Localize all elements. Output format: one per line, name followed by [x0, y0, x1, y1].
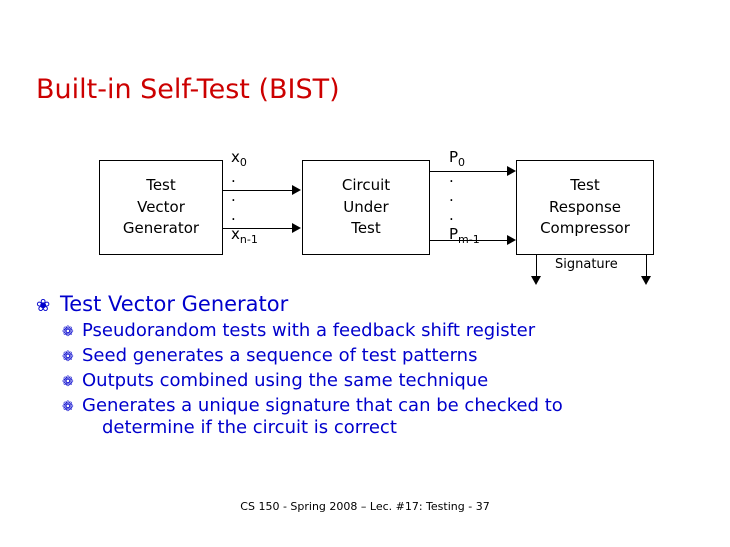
- signature-label: Signature: [555, 257, 618, 272]
- block-test-response-compressor: Test Response Compressor: [516, 160, 654, 255]
- bullet-level2-label-continuation: determine if the circuit is correct: [102, 416, 397, 438]
- block-line: Under: [343, 197, 389, 216]
- slide-footer: CS 150 - Spring 2008 – Lec. #17: Testing…: [240, 500, 490, 513]
- signal-dot: .: [449, 168, 454, 186]
- signal-labels-x: x0 . . . xn-1: [231, 150, 258, 247]
- bullet-level2-label: Generates a unique signature that can be…: [82, 394, 563, 416]
- bullet-marker-icon: ❁: [62, 373, 74, 390]
- signal-labels-p: P0 . . . Pm-1: [449, 150, 480, 247]
- bullet-level2-label: Pseudorandom tests with a feedback shift…: [82, 320, 536, 341]
- block-line: Response: [548, 197, 622, 216]
- bullet-level2-item: ❁ Outputs combined using the same techni…: [62, 370, 696, 392]
- bullet-marker-icon: ❁: [62, 348, 74, 365]
- block-line: Vector: [137, 197, 185, 216]
- block-line: Test: [146, 175, 176, 194]
- signal-x0: x0: [231, 148, 247, 169]
- bullet-level2-item: ❁ Pseudorandom tests with a feedback shi…: [62, 320, 696, 342]
- bullet-marker-icon: ❀: [36, 296, 51, 316]
- signature-arrow-head-left: [531, 276, 541, 285]
- bullet-marker-icon: ❁: [62, 324, 74, 340]
- signal-dot: .: [231, 168, 236, 186]
- arrow-tvg-to-cut-line: [223, 190, 293, 191]
- signal-p0: P0: [449, 148, 466, 169]
- signal-dot: .: [231, 187, 236, 205]
- block-test-vector-generator: Test Vector Generator: [99, 160, 223, 255]
- block-line: Generator: [122, 219, 200, 238]
- arrow-cut-to-trc-head: [507, 166, 516, 176]
- signal-dot: .: [231, 206, 236, 224]
- arrow-cut-to-trc-head-2: [507, 235, 516, 245]
- bullet-level2-label: Seed generates a sequence of test patter…: [82, 344, 478, 366]
- arrow-cut-to-trc-line: [430, 171, 508, 172]
- signal-dot: .: [449, 206, 454, 224]
- arrow-cut-to-trc-line-2: [430, 240, 508, 241]
- arrow-tvg-to-cut-line-2: [223, 228, 293, 229]
- bist-block-diagram: Test Vector Generator x0 . . . xn-1 Circ…: [0, 140, 730, 285]
- signal-dot: .: [449, 187, 454, 205]
- block-line: Compressor: [540, 219, 630, 238]
- bullet-marker-icon: ❁: [62, 398, 74, 415]
- bullet-level2-item: ❁ Generates a unique signature that can …: [62, 395, 696, 439]
- bullet-level2-label-wrap: Generates a unique signature that can be…: [82, 395, 563, 439]
- signal-pm1: Pm-1: [449, 225, 480, 246]
- bullet-level2-item: ❁ Seed generates a sequence of test patt…: [62, 345, 696, 367]
- bullet-level2-label: Outputs combined using the same techniqu…: [82, 369, 489, 391]
- block-line: Test: [351, 219, 381, 238]
- bullet-list: ❀ Test Vector Generator ❁ Pseudorandom t…: [36, 292, 696, 442]
- signature-arrow-head-right: [641, 276, 651, 285]
- arrow-tvg-to-cut-head: [292, 185, 301, 195]
- bullet-level1-label: Test Vector Generator: [60, 292, 289, 316]
- page-title: Built-in Self-Test (BIST): [36, 74, 340, 105]
- signal-xn1: xn-1: [231, 225, 258, 246]
- signature-arrow-line-left: [536, 255, 537, 283]
- signature-arrow-line-right: [646, 255, 647, 283]
- bullet-level1-test-vector-generator: ❀ Test Vector Generator: [36, 292, 696, 316]
- arrow-tvg-to-cut-head-2: [292, 223, 301, 233]
- block-line: Circuit: [341, 175, 391, 194]
- block-circuit-under-test: Circuit Under Test: [302, 160, 430, 255]
- block-line: Test: [570, 175, 600, 194]
